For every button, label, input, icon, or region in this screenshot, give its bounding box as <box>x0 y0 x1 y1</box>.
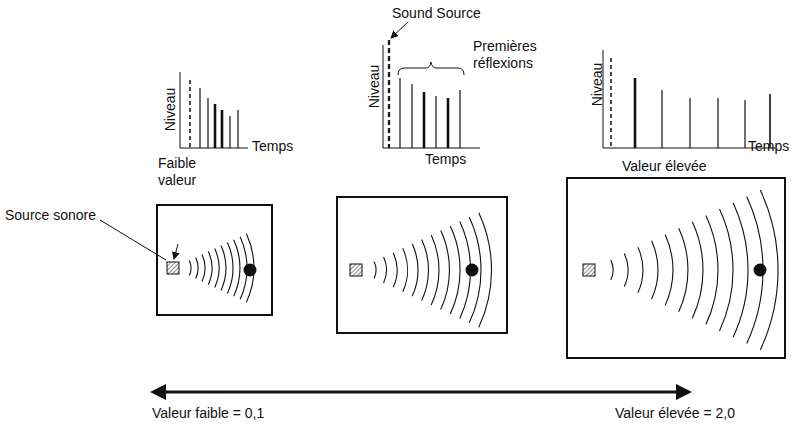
callout-label: Source sonore <box>5 207 96 224</box>
room-medium <box>337 197 507 333</box>
room-small <box>157 205 272 315</box>
wave-arc <box>665 235 673 306</box>
chart-low <box>180 72 248 148</box>
bracket <box>398 62 464 75</box>
reflection-bar <box>744 100 745 148</box>
wave-arc <box>215 249 219 288</box>
reflection-bar <box>634 78 637 148</box>
scale-arrow <box>160 391 682 394</box>
wave-arc <box>431 235 439 305</box>
reflection-bar <box>435 96 436 148</box>
callout-label: Sound Source <box>392 5 481 22</box>
chart-mid <box>383 22 480 148</box>
reflection-bar <box>423 92 426 148</box>
room-large <box>567 178 785 358</box>
sound-waves <box>189 190 778 350</box>
reflection-bar <box>207 98 208 148</box>
axis-label: Temps <box>748 138 789 155</box>
wave-arc <box>374 262 376 279</box>
reflection-bar <box>717 98 718 148</box>
wave-arc <box>611 260 613 280</box>
source-symbol <box>350 264 362 276</box>
axis-label: Temps <box>425 151 466 168</box>
direct-sound <box>610 58 612 148</box>
y-axis <box>180 72 181 148</box>
reflection-bar <box>214 104 217 148</box>
wave-arc <box>479 213 492 328</box>
wave-arc <box>679 228 688 312</box>
reflection-bar <box>229 116 230 148</box>
wave-arc <box>196 257 198 278</box>
reflection-bar <box>399 78 400 148</box>
axis-label: Niveau <box>366 57 383 117</box>
wave-arc <box>208 252 212 285</box>
wave-arc <box>638 247 643 293</box>
chart-high <box>603 50 776 148</box>
arrow-head <box>676 384 692 400</box>
wave-arc <box>234 240 240 297</box>
axis-label: Temps <box>252 138 293 155</box>
wave-arc <box>706 216 718 325</box>
wave-arc <box>412 244 418 296</box>
x-axis <box>383 148 480 149</box>
callout-label: Premières réflexions <box>473 38 563 72</box>
wave-arc <box>720 209 734 331</box>
wave-arc <box>403 248 408 292</box>
source-symbol <box>583 264 595 276</box>
scale-label: Valeur faible = 0,1 <box>152 405 264 422</box>
wave-arc <box>422 239 429 300</box>
direct-sound <box>189 80 191 148</box>
wave-arc <box>227 243 233 294</box>
value-label: Faible valeur <box>158 155 218 189</box>
reflection-bar <box>411 84 412 148</box>
leader-arrow <box>174 244 178 259</box>
value-label: Valeur élevée <box>622 158 707 175</box>
direct-sound <box>388 40 390 148</box>
wave-arc <box>441 231 450 310</box>
listener-dot <box>754 264 767 277</box>
scale-label: Valeur élevée = 2,0 <box>615 405 735 422</box>
reflection-bar <box>459 90 460 148</box>
wave-arc <box>652 241 658 299</box>
wave-arc <box>202 255 205 282</box>
source-symbol <box>167 262 179 274</box>
reflection-bar <box>661 90 662 148</box>
wave-arc <box>624 254 628 287</box>
listener-dot <box>244 264 257 277</box>
wave-arc <box>393 253 397 288</box>
wave-arc <box>692 222 703 318</box>
wave-arc <box>221 246 226 291</box>
arrow-head <box>150 384 166 400</box>
reflection-bar <box>689 98 690 148</box>
leader-line <box>100 220 166 260</box>
axis-label: Niveau <box>162 80 179 140</box>
leader-arrow <box>391 22 408 38</box>
reflection-bar <box>237 110 238 148</box>
wave-arc <box>733 203 748 337</box>
reflection-bar <box>447 98 450 148</box>
wave-arc <box>189 260 191 275</box>
y-axis <box>383 45 384 148</box>
listener-dot <box>466 264 479 277</box>
wave-arc <box>384 257 387 283</box>
wave-arc <box>450 226 460 314</box>
reflection-bar <box>221 110 224 148</box>
axis-label: Niveau <box>589 55 606 115</box>
reflection-bar <box>199 88 200 148</box>
